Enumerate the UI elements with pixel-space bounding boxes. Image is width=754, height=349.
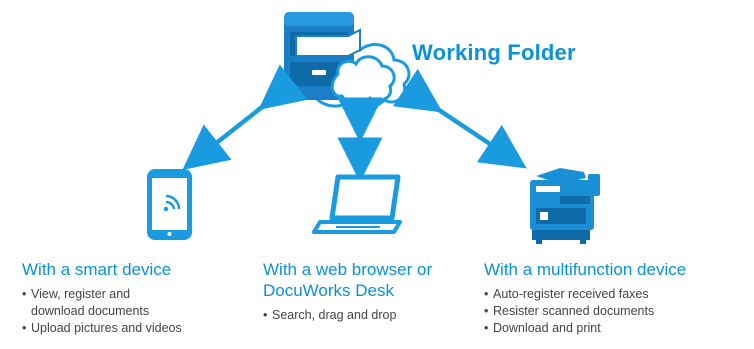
smart-device-column: With a smart device View, register and d… [22,259,252,337]
feature-list: Auto-register received faxes Resister sc… [484,286,744,337]
feature-list: View, register and download documents Up… [22,286,252,337]
arrow-hub-smart [182,64,308,170]
column-heading: With a web browser or DocuWorks Desk [263,260,433,300]
feature-item: Upload pictures and videos [22,320,252,337]
cloud-cabinet-icon [284,12,411,110]
smartphone-wifi-icon [147,169,192,240]
multifunction-device-column: With a multifunction device Auto-registe… [484,259,744,337]
multifunction-printer-icon [530,168,600,244]
feature-item: Search, drag and drop [263,307,483,324]
feature-item: View, register and [22,286,252,303]
column-heading: With a multifunction device [484,260,687,279]
feature-list: Search, drag and drop [263,307,483,324]
laptop-icon [312,174,402,234]
web-browser-column: With a web browser or DocuWorks Desk Sea… [263,259,483,324]
column-heading: With a smart device [22,260,172,279]
diagram-title: Working Folder [412,40,576,65]
arrow-hub-mfd [392,68,527,169]
feature-item: Auto-register received faxes [484,286,744,303]
feature-item: Resister scanned documents [484,303,744,320]
feature-item: download documents [31,304,150,318]
feature-item: Download and print [484,320,744,337]
